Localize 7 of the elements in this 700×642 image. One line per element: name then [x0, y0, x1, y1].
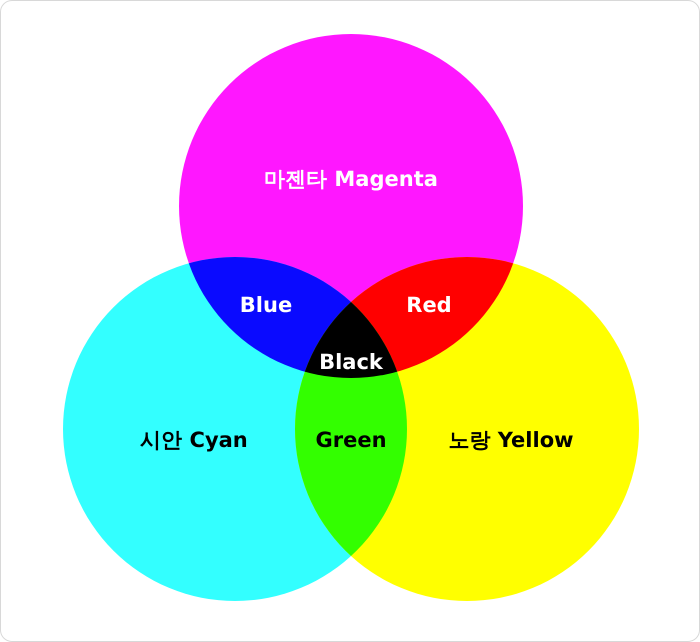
region-label: Black [319, 350, 383, 374]
circle-label: 시안 Cyan [140, 427, 248, 454]
region-label: Red [406, 293, 452, 317]
circle-label: 마젠타 Magenta [264, 166, 438, 193]
region-label: Green [315, 428, 387, 452]
region-label: Blue [240, 293, 292, 317]
circle-label: 노랑 Yellow [448, 427, 574, 454]
